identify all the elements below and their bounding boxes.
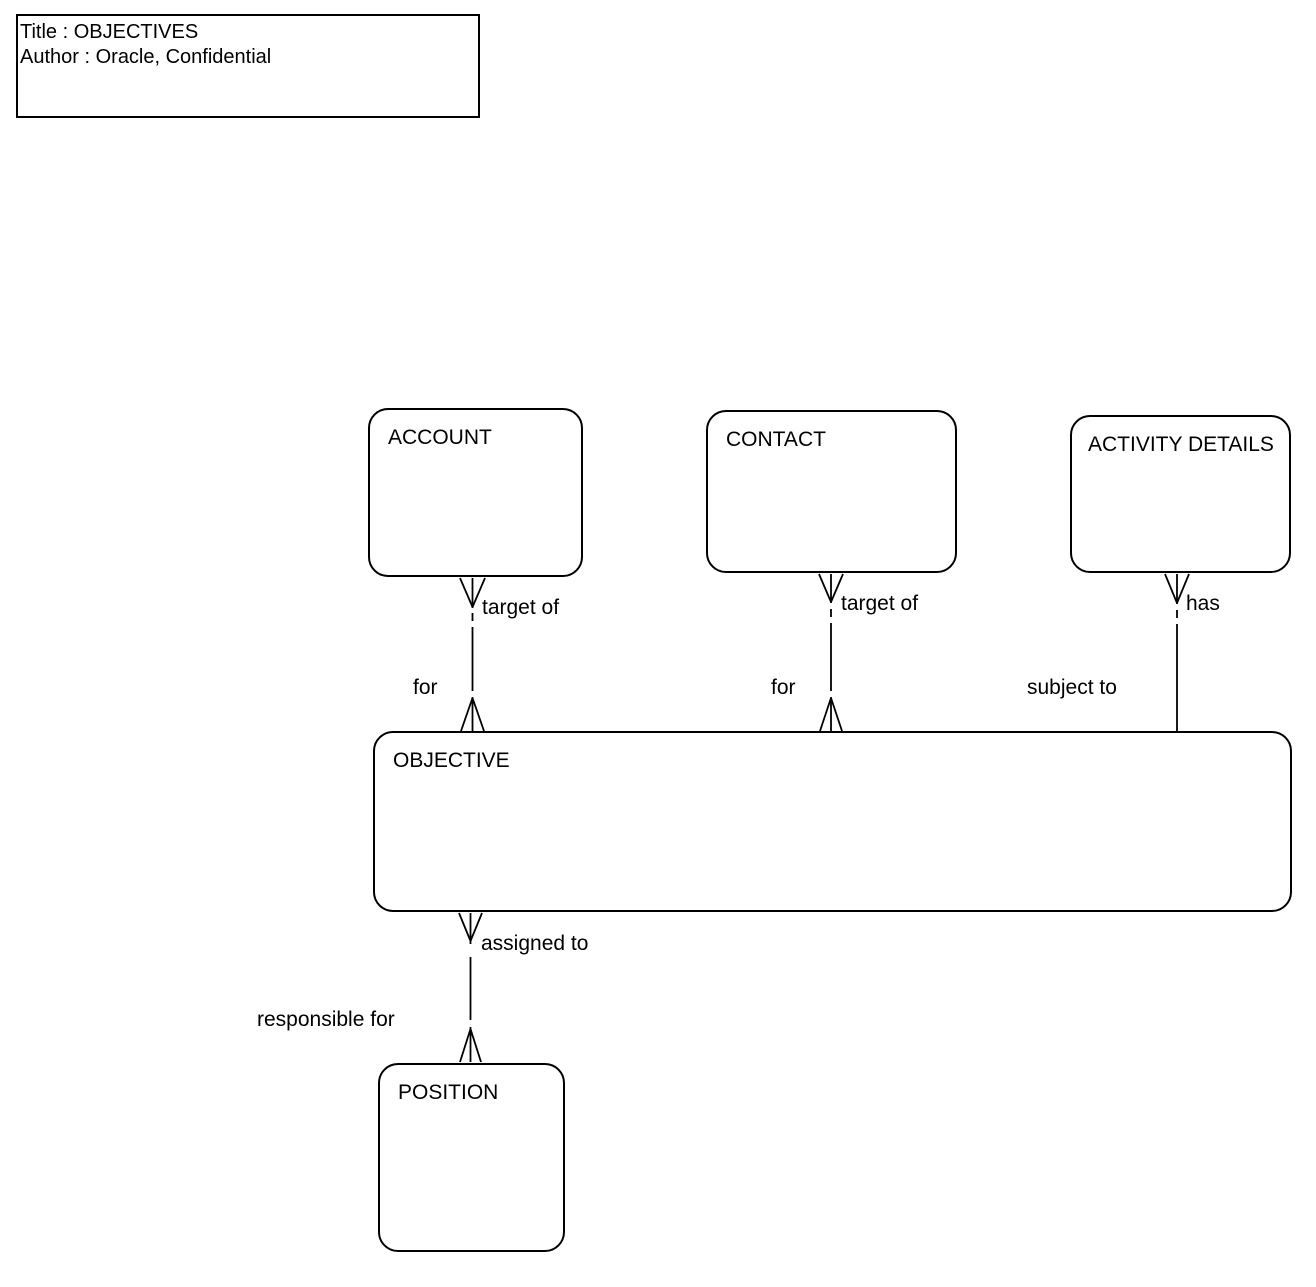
crows-foot-many-icon	[1164, 573, 1190, 604]
entity-contact: CONTACT	[706, 410, 957, 573]
entity-objective: OBJECTIVE	[373, 731, 1292, 912]
entity-activity-details: ACTIVITY DETAILS	[1070, 415, 1291, 573]
relationship-label-objective-assigned-to: assigned to	[481, 932, 589, 955]
crows-foot-many-icon	[459, 577, 486, 608]
connector-account-objective	[459, 577, 486, 732]
relationship-label-account-target-of: target of	[482, 596, 560, 619]
relationship-label-objective-for-account: for	[413, 676, 438, 699]
connector-objective-position	[458, 912, 483, 1063]
entity-account: ACCOUNT	[368, 408, 583, 577]
diagram-author-text: Author : Oracle, Confidential	[20, 46, 272, 68]
title-block: Title : OBJECTIVES Author : Oracle, Conf…	[16, 14, 480, 118]
entity-contact-label: CONTACT	[726, 428, 826, 451]
entity-activity-details-label: ACTIVITY DETAILS	[1088, 433, 1274, 456]
connector-contact-objective	[818, 573, 844, 732]
diagram-title-text: Title : OBJECTIVES	[20, 21, 199, 43]
entity-account-label: ACCOUNT	[388, 426, 492, 449]
relationship-label-objective-for-contact: for	[771, 676, 796, 699]
connector-activity-details-objective	[1164, 573, 1190, 731]
entity-position: POSITION	[378, 1063, 565, 1252]
crows-foot-many-icon	[458, 912, 483, 944]
crows-foot-many-icon	[460, 697, 485, 732]
relationship-label-contact-target-of: target of	[841, 592, 919, 615]
relationship-label-objective-subject-to: subject to	[1027, 676, 1117, 699]
crows-foot-many-icon	[818, 573, 844, 603]
crows-foot-many-icon	[819, 697, 843, 732]
relationship-label-position-responsible-for: responsible for	[257, 1008, 395, 1031]
entity-position-label: POSITION	[398, 1081, 499, 1104]
crows-foot-many-icon	[459, 1027, 482, 1063]
relationship-label-activity-details-has: has	[1186, 592, 1220, 615]
entity-objective-label: OBJECTIVE	[393, 749, 510, 772]
